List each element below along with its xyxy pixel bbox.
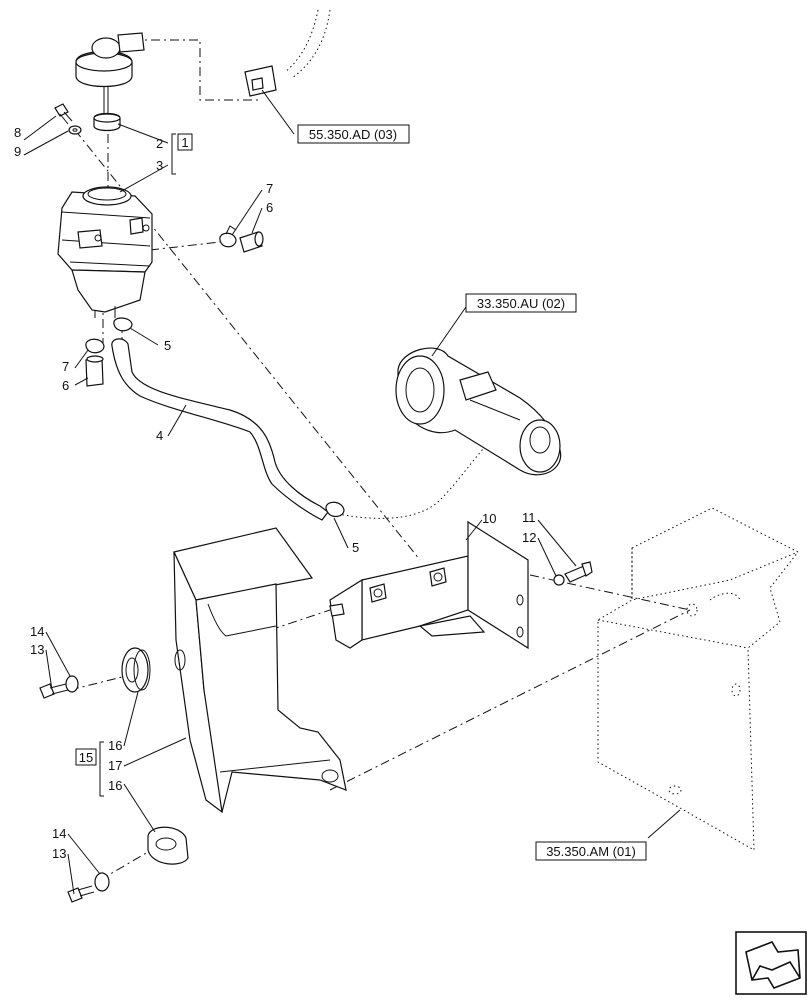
group-bracket-15 bbox=[99, 741, 104, 797]
washer-14-lower bbox=[94, 872, 110, 892]
callout-13-upper: 13 bbox=[30, 642, 44, 657]
callout-10: 10 bbox=[482, 511, 496, 526]
callout-3: 3 bbox=[156, 158, 163, 173]
phantom-wiring bbox=[284, 9, 521, 519]
svg-text:33.350.AU (02): 33.350.AU (02) bbox=[477, 296, 565, 311]
clamp-7-lower bbox=[85, 338, 105, 354]
mounting-shield-17 bbox=[173, 527, 347, 814]
reservoir-cap bbox=[75, 32, 145, 132]
reference-35-350-am[interactable]: 35.350.AM (01) bbox=[535, 841, 647, 861]
callout-13-lower: 13 bbox=[52, 846, 66, 861]
group-bracket-1 bbox=[171, 133, 176, 175]
washer-9 bbox=[68, 125, 82, 135]
reference-33-350-au[interactable]: 33.350.AU (02) bbox=[465, 293, 577, 313]
callout-8: 8 bbox=[14, 125, 21, 140]
phantom-panel bbox=[597, 507, 799, 851]
grommet-16-upper bbox=[121, 647, 151, 693]
hose-6-upper bbox=[239, 231, 264, 253]
group-box-1: 1 bbox=[177, 133, 193, 151]
callout-5-upper: 5 bbox=[164, 338, 171, 353]
bolt-8 bbox=[54, 103, 73, 125]
callout-11: 11 bbox=[522, 510, 536, 525]
callout-12: 12 bbox=[522, 530, 536, 545]
callout-14-upper: 14 bbox=[30, 624, 44, 639]
callout-14-lower: 14 bbox=[52, 826, 66, 841]
callout-9: 9 bbox=[14, 144, 21, 159]
bracket-10 bbox=[329, 520, 529, 650]
callout-2: 2 bbox=[156, 136, 163, 151]
bolt-13-upper bbox=[39, 683, 69, 699]
bolt-13-lower bbox=[67, 885, 95, 903]
svg-text:15: 15 bbox=[79, 750, 93, 765]
callout-6-upper: 6 bbox=[266, 200, 273, 215]
group-box-15: 15 bbox=[75, 748, 97, 766]
callout-5-lower: 5 bbox=[352, 540, 359, 555]
expansion-tank bbox=[57, 186, 153, 318]
water-pump-assembly bbox=[395, 347, 562, 476]
svg-text:35.350.AM (01): 35.350.AM (01) bbox=[546, 844, 636, 859]
callout-7-upper: 7 bbox=[266, 181, 273, 196]
svg-text:1: 1 bbox=[181, 135, 188, 150]
washer-14-upper bbox=[65, 675, 79, 693]
clamp-5-upper bbox=[113, 317, 133, 332]
washer-12 bbox=[553, 574, 565, 586]
callout-17: 17 bbox=[108, 758, 122, 773]
bolt-11 bbox=[564, 561, 593, 583]
coolant-hose-4 bbox=[111, 338, 329, 521]
clamp-5-lower bbox=[325, 501, 345, 518]
callout-labels: 8 9 2 3 7 6 7 6 5 4 5 10 11 12 14 13 16 … bbox=[14, 125, 536, 861]
callout-16-lower: 16 bbox=[108, 778, 122, 793]
reference-55-350-ad[interactable]: 55.350.AD (03) bbox=[297, 124, 410, 144]
grommet-16-lower bbox=[147, 826, 189, 865]
callout-4: 4 bbox=[156, 428, 163, 443]
leader-lines bbox=[23, 89, 681, 895]
navigation-arrow-icon[interactable] bbox=[735, 931, 807, 995]
svg-text:55.350.AD (03): 55.350.AD (03) bbox=[309, 127, 397, 142]
hose-6-lower bbox=[85, 355, 104, 387]
clamp-7-upper bbox=[219, 225, 237, 248]
callout-16-upper: 16 bbox=[108, 738, 122, 753]
connector-plug bbox=[244, 65, 277, 97]
callout-7-lower: 7 bbox=[62, 359, 69, 374]
callout-6-lower: 6 bbox=[62, 378, 69, 393]
